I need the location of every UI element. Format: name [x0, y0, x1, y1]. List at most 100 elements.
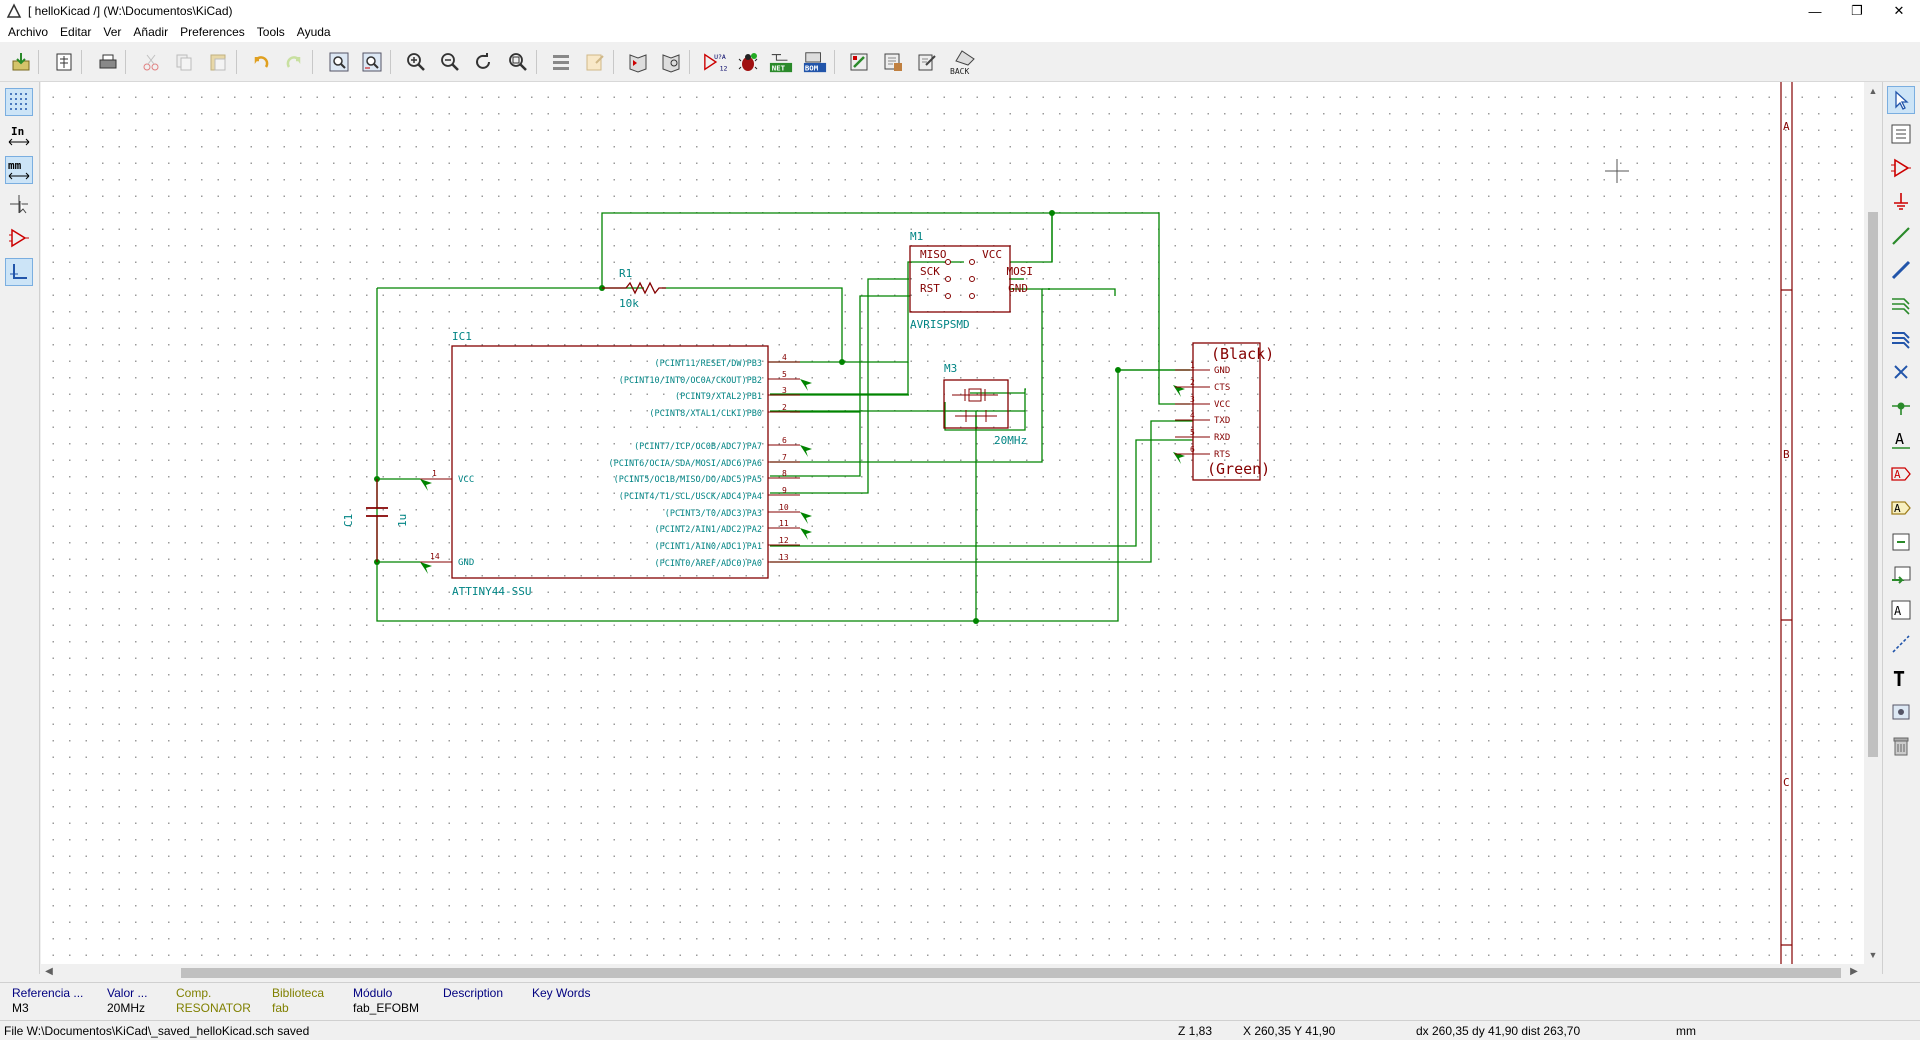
- zoom-in-icon[interactable]: [404, 50, 428, 74]
- ic1-pin-name-pa4: (PCINT4/T1/SCL/USCK/ADC4)PA4: [619, 492, 762, 502]
- place-global-label-icon[interactable]: A: [1887, 460, 1915, 488]
- grid-toggle-icon[interactable]: [5, 88, 33, 116]
- print-icon[interactable]: [96, 50, 120, 74]
- border-label-b: B: [1783, 448, 1790, 461]
- wire-to-bus-entry-icon[interactable]: [1887, 290, 1915, 318]
- bom-icon[interactable]: BOM: [803, 50, 827, 74]
- graphic-line-icon[interactable]: [1887, 630, 1915, 658]
- status-units: mm: [1676, 1024, 1696, 1038]
- m1-pin-vcc: VCC: [982, 248, 1002, 261]
- page-settings-icon[interactable]: [52, 50, 76, 74]
- menu-preferences[interactable]: Preferences: [180, 25, 245, 39]
- place-sheet-icon[interactable]: [1887, 528, 1915, 556]
- place-bus-icon[interactable]: [1887, 256, 1915, 284]
- menu-editar[interactable]: Editar: [60, 25, 92, 39]
- library-browser-icon[interactable]: [659, 50, 683, 74]
- import-sheet-pin-icon[interactable]: [1887, 562, 1915, 590]
- place-wire-icon[interactable]: [1887, 222, 1915, 250]
- m1-pin-gnd: GND: [1008, 282, 1028, 295]
- horizontal-scrollbar[interactable]: ◀ ▶: [41, 964, 1864, 982]
- vertical-scroll-thumb[interactable]: [1868, 212, 1878, 757]
- undo-icon[interactable]: [249, 50, 273, 74]
- scroll-down-icon[interactable]: ▼: [1868, 950, 1878, 960]
- menu-archivo[interactable]: Archivo: [8, 25, 49, 39]
- hidden-pins-icon[interactable]: [5, 224, 33, 252]
- annotate-icon[interactable]: U?A123: [703, 50, 727, 74]
- menu-ver[interactable]: Ver: [103, 25, 122, 39]
- zoom-fit-icon[interactable]: [506, 50, 530, 74]
- copy-icon[interactable]: [172, 50, 196, 74]
- redo-icon[interactable]: [282, 50, 306, 74]
- library-editor-icon[interactable]: [626, 50, 650, 74]
- capacitor-c1: C1 1u: [342, 479, 409, 562]
- mm-units-label: mm: [8, 159, 22, 172]
- delete-trash-icon[interactable]: [1887, 732, 1915, 760]
- no-connect-icon[interactable]: [1887, 358, 1915, 386]
- scroll-up-icon[interactable]: ▲: [1868, 86, 1878, 96]
- place-sheet-pin-icon[interactable]: A: [1887, 596, 1915, 624]
- svg-text:A: A: [1894, 604, 1902, 618]
- ftdi-pin-vcc: VCC: [1214, 400, 1230, 410]
- erc-icon[interactable]: [736, 50, 760, 74]
- ftdi-pin-num-3: 3: [1190, 395, 1195, 404]
- r1-ref: R1: [619, 267, 632, 280]
- ic1-pin-num-5: 5: [782, 370, 787, 379]
- ic1-pin-name-pb0: (PCINT8/XTAL1/CLKI)PB0: [649, 409, 762, 419]
- msg-reference: Referencia ... M3: [12, 986, 84, 1015]
- inch-units-icon[interactable]: In: [5, 122, 33, 150]
- netlist-icon[interactable]: NET: [769, 50, 793, 74]
- hierarchy-navigator-icon[interactable]: [549, 50, 573, 74]
- zoom-redraw-icon[interactable]: [472, 50, 496, 74]
- find-icon[interactable]: [327, 50, 351, 74]
- place-hierarchical-label-icon[interactable]: A: [1887, 494, 1915, 522]
- place-text-icon[interactable]: T: [1887, 664, 1915, 692]
- svg-text:123: 123: [720, 64, 727, 72]
- msg-description: Description: [443, 986, 504, 1000]
- schematic-canvas[interactable]: A B C: [41, 82, 1864, 964]
- place-component-icon[interactable]: [1887, 154, 1915, 182]
- cut-icon[interactable]: [139, 50, 163, 74]
- place-power-icon[interactable]: [1887, 188, 1915, 216]
- menu-anadir[interactable]: Añadir: [133, 25, 169, 39]
- menu-ayuda[interactable]: Ayuda: [296, 25, 331, 39]
- m1-pin-mosi: MOSI: [1007, 265, 1034, 278]
- ic1-pin-num-6: 6: [782, 436, 787, 445]
- scroll-left-icon[interactable]: ◀: [45, 966, 53, 977]
- paste-icon[interactable]: [206, 50, 230, 74]
- ic1-pin-num-12: 12: [779, 536, 789, 545]
- horizontal-scroll-thumb[interactable]: [181, 968, 1841, 978]
- scroll-right-icon[interactable]: ▶: [1850, 966, 1858, 977]
- leave-sheet-icon[interactable]: [583, 50, 607, 74]
- backannotate-icon[interactable]: BACK: [948, 50, 978, 75]
- m1-avrisp-header: M1 AVRISPSMD MISO SCK RST VCC MOSI GND: [909, 230, 1034, 331]
- ic1-pin-num-13: 13: [779, 553, 789, 562]
- ic1-pin-name-pb3: (PCINT11/RESET/DW)PB3: [655, 359, 762, 369]
- ic1-pin-num-9: 9: [782, 486, 787, 495]
- cvpcb-icon[interactable]: [847, 50, 871, 74]
- zoom-out-icon[interactable]: [438, 50, 462, 74]
- bus-to-bus-entry-icon[interactable]: [1887, 324, 1915, 352]
- menu-tools[interactable]: Tools: [256, 25, 285, 39]
- find-replace-icon[interactable]: [360, 50, 384, 74]
- vertical-scrollbar[interactable]: ▲ ▼: [1864, 82, 1882, 964]
- wires: [376, 212, 1193, 622]
- select-arrow-icon[interactable]: [1887, 86, 1915, 114]
- wire-angle-icon[interactable]: [5, 258, 33, 286]
- mm-units-icon[interactable]: mm: [5, 156, 33, 184]
- place-image-icon[interactable]: [1887, 698, 1915, 726]
- m1-pin-miso: MISO: [920, 248, 947, 261]
- window-title: [ helloKicad /] (W:\Documentos\KiCad): [28, 4, 233, 18]
- close-button[interactable]: ✕: [1893, 3, 1905, 18]
- place-junction-icon[interactable]: [1887, 392, 1915, 420]
- cursor-shape-icon[interactable]: [5, 190, 33, 218]
- import-footprint-names-icon[interactable]: [915, 50, 939, 74]
- maximize-button[interactable]: ❐: [1851, 3, 1863, 18]
- hierarchy-icon[interactable]: [1887, 120, 1915, 148]
- ftdi-top-label: (Black): [1211, 345, 1274, 363]
- m3-value: 20MHz: [994, 434, 1027, 447]
- place-net-label-icon[interactable]: A: [1887, 426, 1915, 454]
- pcbnew-icon[interactable]: [881, 50, 905, 74]
- minimize-button[interactable]: —: [1808, 3, 1822, 19]
- ic1-pin-name-pb2: (PCINT10/INT0/OC0A/CKOUT)PB2: [619, 376, 762, 386]
- save-icon[interactable]: [9, 50, 33, 74]
